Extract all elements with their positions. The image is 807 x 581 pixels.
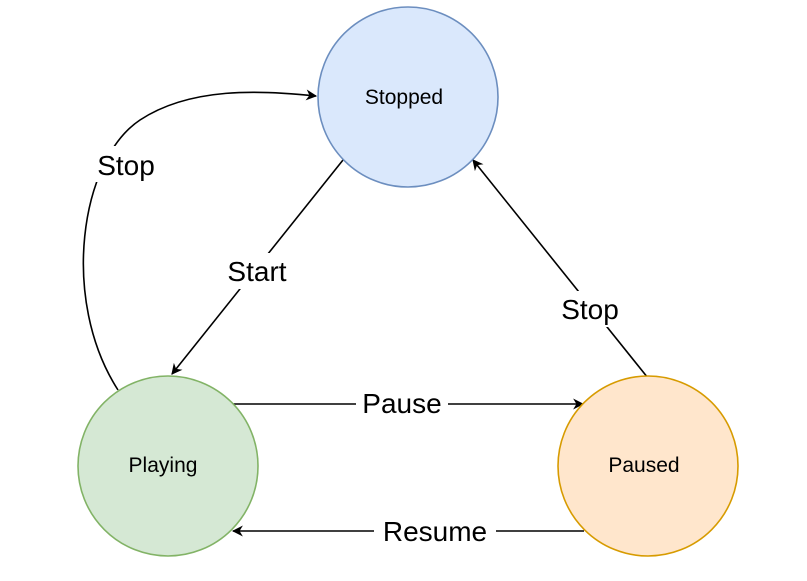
- edge-stop-from-playing[interactable]: [82, 89, 318, 391]
- edge-label-start: Start: [227, 256, 286, 287]
- edge-label-pause: Pause: [362, 388, 441, 419]
- node-stopped-label: Stopped: [365, 86, 443, 109]
- edge-label-resume: Resume: [383, 516, 487, 547]
- node-stopped-circle[interactable]: [317, 6, 499, 188]
- node-paused[interactable]: Paused: [557, 375, 739, 557]
- node-paused-circle[interactable]: [557, 375, 739, 557]
- edge-label-stop-from-playing: Stop: [97, 150, 155, 181]
- node-playing[interactable]: Playing: [77, 375, 259, 557]
- node-stopped[interactable]: Stopped: [317, 6, 499, 188]
- edge-stop-from-paused[interactable]: [472, 159, 649, 379]
- node-playing-label: Playing: [129, 454, 198, 477]
- edge-label-stop-from-paused: Stop: [561, 294, 619, 325]
- node-paused-label: Paused: [608, 454, 679, 477]
- node-playing-circle[interactable]: [77, 375, 259, 557]
- nodes: Stopped Playing Paused: [77, 6, 739, 557]
- edge-labels: Start Stop Pause Resume Stop: [90, 146, 626, 549]
